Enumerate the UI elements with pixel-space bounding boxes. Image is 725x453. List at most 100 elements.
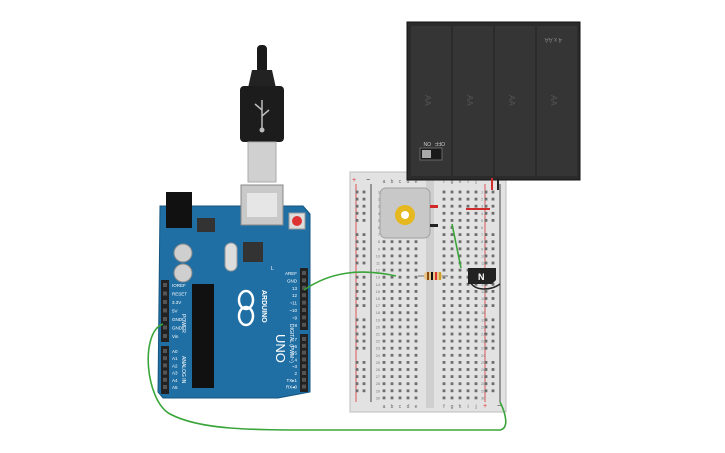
rail-hole[interactable]	[484, 190, 488, 194]
rail-hole[interactable]	[491, 389, 495, 393]
wire-gnd-to-breadboard[interactable]	[147, 323, 507, 431]
breadboard-hole[interactable]	[442, 375, 446, 378]
breadboard-hole[interactable]	[474, 282, 478, 286]
breadboard-hole[interactable]	[406, 361, 410, 364]
breadboard-hole[interactable]	[474, 290, 478, 293]
rail-hole[interactable]	[491, 290, 495, 293]
breadboard-hole[interactable]	[442, 318, 446, 322]
breadboard-hole[interactable]	[458, 247, 462, 251]
wire-pin13-to-resistor[interactable]	[303, 271, 397, 291]
breadboard-hole[interactable]	[474, 368, 478, 371]
rail-hole[interactable]	[362, 375, 366, 378]
breadboard-hole[interactable]	[398, 311, 402, 315]
breadboard-hole[interactable]	[398, 261, 402, 265]
header-pin[interactable]	[302, 300, 306, 305]
rail-hole[interactable]	[491, 211, 495, 215]
rail-hole[interactable]	[491, 261, 495, 265]
rail-hole[interactable]	[355, 197, 359, 201]
breadboard-hole[interactable]	[458, 332, 462, 336]
breadboard-hole[interactable]	[466, 190, 470, 194]
breadboard-hole[interactable]	[398, 353, 402, 357]
breadboard-hole[interactable]	[414, 261, 418, 265]
breadboard-hole[interactable]	[414, 346, 418, 350]
breadboard-hole[interactable]	[414, 361, 418, 364]
breadboard-hole[interactable]	[442, 226, 446, 229]
breadboard-hole[interactable]	[390, 396, 394, 400]
breadboard-hole[interactable]	[382, 247, 386, 251]
rail-hole[interactable]	[484, 204, 488, 208]
breadboard-hole[interactable]	[442, 282, 446, 286]
breadboard-hole[interactable]	[466, 389, 470, 393]
rail-hole[interactable]	[484, 318, 488, 322]
breadboard-hole[interactable]	[458, 346, 462, 350]
rail-hole[interactable]	[362, 275, 366, 279]
header-pin[interactable]	[163, 283, 167, 287]
breadboard-hole[interactable]	[450, 304, 454, 307]
rail-hole[interactable]	[491, 219, 495, 222]
breadboard-hole[interactable]	[442, 396, 446, 400]
breadboard-hole[interactable]	[450, 311, 454, 315]
breadboard-hole[interactable]	[450, 261, 454, 265]
breadboard-hole[interactable]	[458, 226, 462, 229]
rail-hole[interactable]	[484, 211, 488, 215]
breadboard-hole[interactable]	[442, 361, 446, 364]
rail-hole[interactable]	[362, 261, 366, 265]
breadboard-hole[interactable]	[382, 282, 386, 286]
breadboard-hole[interactable]	[458, 361, 462, 364]
rail-hole[interactable]	[484, 297, 488, 300]
rail-hole[interactable]	[355, 339, 359, 343]
rail-hole[interactable]	[355, 389, 359, 393]
header-pin[interactable]	[302, 364, 306, 369]
rail-hole[interactable]	[355, 325, 359, 329]
rail-hole[interactable]	[355, 247, 359, 251]
breadboard-hole[interactable]	[474, 211, 478, 215]
breadboard-hole[interactable]	[382, 275, 386, 279]
breadboard-hole[interactable]	[414, 282, 418, 286]
breadboard-hole[interactable]	[450, 368, 454, 371]
breadboard-hole[interactable]	[414, 275, 418, 279]
breadboard-hole[interactable]	[406, 304, 410, 307]
rail-hole[interactable]	[362, 211, 366, 215]
breadboard-hole[interactable]	[442, 219, 446, 222]
breadboard-hole[interactable]	[458, 325, 462, 329]
breadboard-hole[interactable]	[390, 275, 394, 279]
breadboard-hole[interactable]	[450, 297, 454, 300]
breadboard-hole[interactable]	[406, 275, 410, 279]
rail-hole[interactable]	[491, 382, 495, 386]
breadboard-hole[interactable]	[474, 339, 478, 343]
breadboard-hole[interactable]	[466, 240, 470, 244]
breadboard-hole[interactable]	[466, 254, 470, 258]
breadboard-hole[interactable]	[466, 332, 470, 336]
breadboard-hole[interactable]	[390, 368, 394, 371]
breadboard-hole[interactable]	[458, 282, 462, 286]
breadboard-hole[interactable]	[450, 389, 454, 393]
breadboard-hole[interactable]	[442, 353, 446, 357]
wire-motor-to-transistor[interactable]	[451, 223, 462, 269]
breadboard-hole[interactable]	[414, 325, 418, 329]
breadboard-hole[interactable]	[458, 211, 462, 215]
breadboard-hole[interactable]	[406, 353, 410, 357]
breadboard-hole[interactable]	[390, 247, 394, 251]
header-pin[interactable]	[302, 285, 306, 290]
breadboard-hole[interactable]	[406, 346, 410, 350]
breadboard-hole[interactable]	[406, 318, 410, 322]
breadboard-hole[interactable]	[398, 396, 402, 400]
rail-hole[interactable]	[484, 389, 488, 393]
breadboard-hole[interactable]	[474, 197, 478, 201]
rail-hole[interactable]	[491, 375, 495, 378]
breadboard-hole[interactable]	[382, 261, 386, 265]
rail-hole[interactable]	[355, 346, 359, 350]
breadboard-hole[interactable]	[466, 282, 470, 286]
breadboard-hole[interactable]	[466, 233, 470, 236]
header-pin[interactable]	[302, 357, 306, 362]
breadboard-hole[interactable]	[458, 339, 462, 343]
breadboard-hole[interactable]	[382, 368, 386, 371]
breadboard-hole[interactable]	[458, 240, 462, 244]
rail-hole[interactable]	[362, 368, 366, 371]
breadboard-hole[interactable]	[474, 233, 478, 236]
rail-hole[interactable]	[484, 240, 488, 244]
breadboard-hole[interactable]	[406, 382, 410, 386]
breadboard-hole[interactable]	[450, 332, 454, 336]
breadboard-hole[interactable]	[390, 389, 394, 393]
rail-hole[interactable]	[491, 304, 495, 307]
